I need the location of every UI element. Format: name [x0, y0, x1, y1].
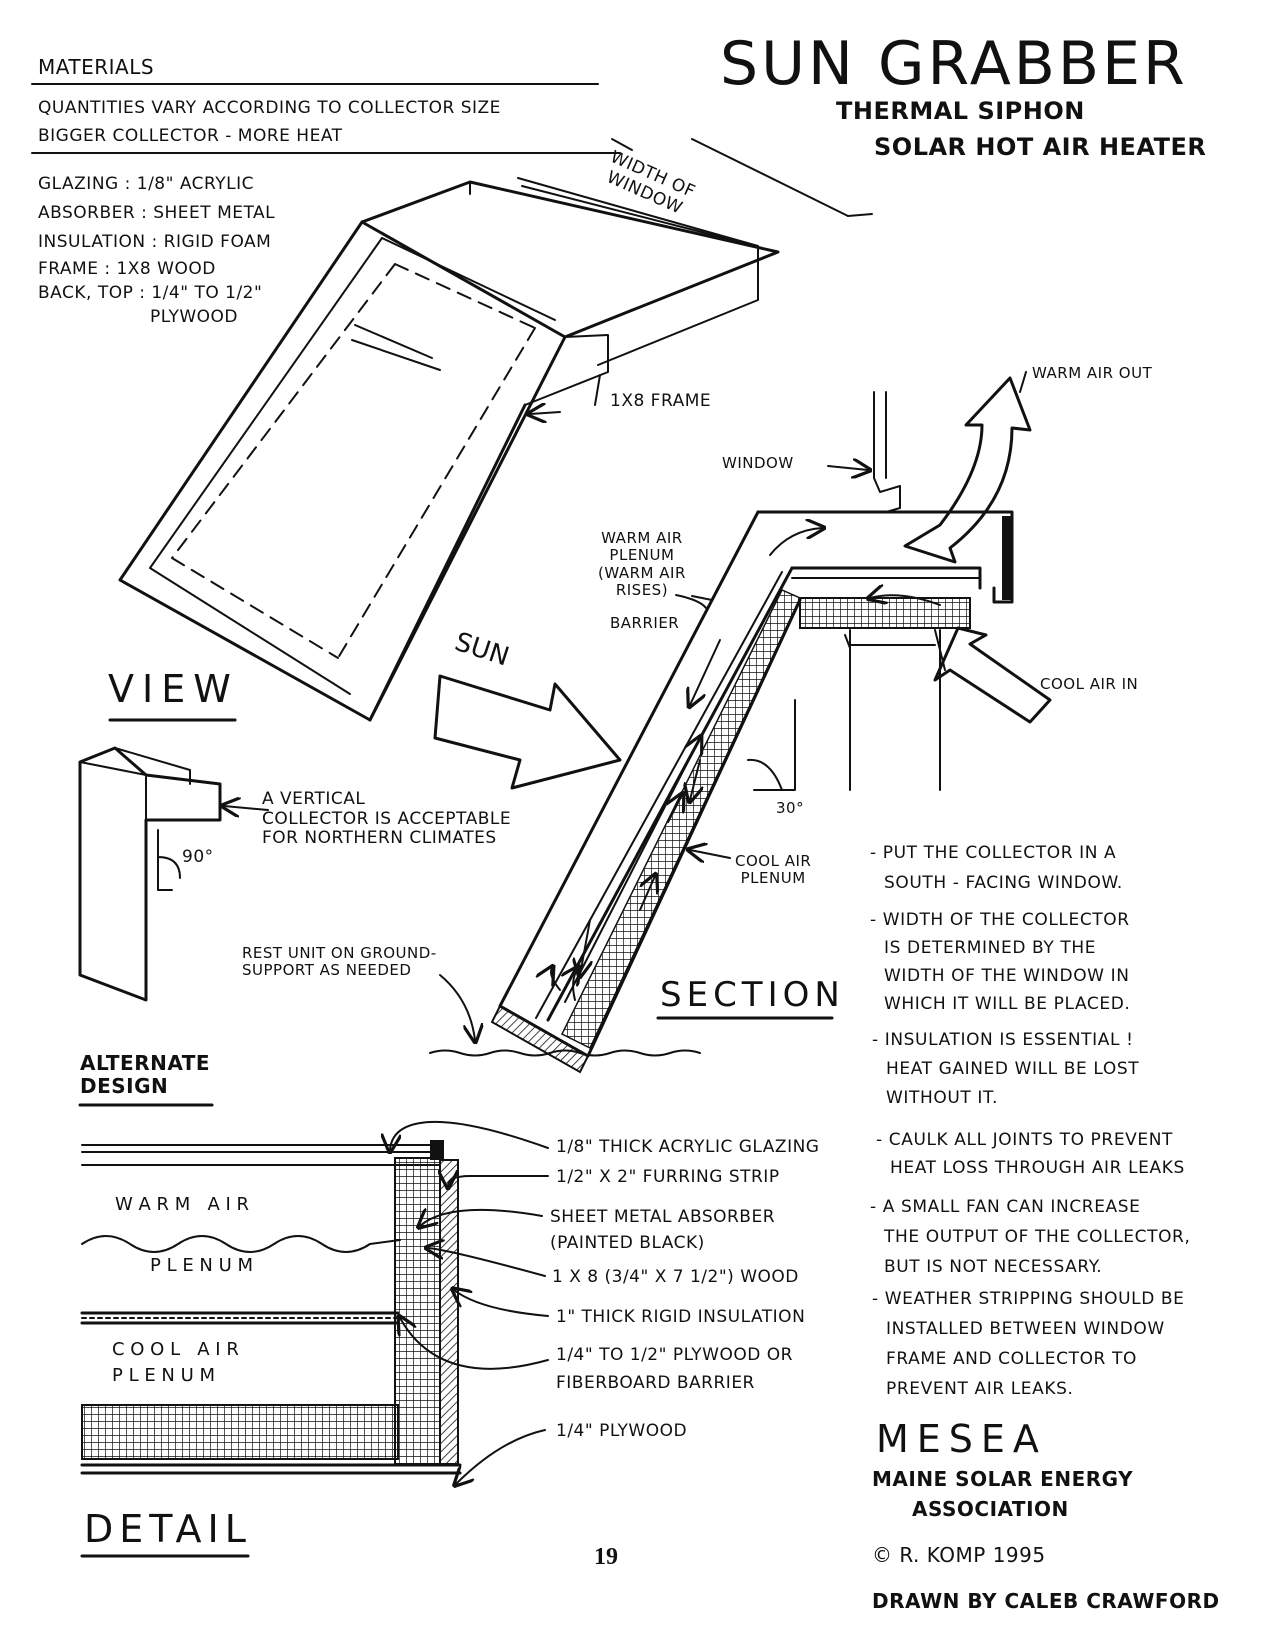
detail-cool-plenum: P L E N U M	[112, 1365, 216, 1386]
note-1: - PUT THE COLLECTOR IN A SOUTH - FACING …	[870, 843, 1123, 893]
materials-item: INSULATION : RIGID FOAM	[38, 232, 272, 252]
angle-30-label: 30°	[776, 799, 805, 817]
note-2: - WIDTH OF THE COLLECTOR IS DETERMINED B…	[870, 910, 1131, 1014]
detail-cool-label: C O O L A I R	[112, 1339, 239, 1360]
detail-callout: 1" THICK RIGID INSULATION	[556, 1307, 806, 1327]
subtitle-line-2: SOLAR HOT AIR HEATER	[874, 133, 1207, 161]
credit-line: DRAWN BY CALEB CRAWFORD	[872, 1589, 1220, 1613]
alternate-design-label: ALTERNATE DESIGN	[80, 1051, 211, 1098]
materials-item: GLAZING : 1/8" ACRYLIC	[38, 174, 254, 194]
warm-plenum-label: WARM AIR PLENUM (WARM AIR RISES)	[598, 529, 686, 599]
rest-unit-note: REST UNIT ON GROUND- SUPPORT AS NEEDED	[242, 944, 437, 980]
page-number: 19	[594, 1544, 618, 1570]
barrier-label: BARRIER	[610, 614, 680, 632]
cool-air-in-label: COOL AIR IN	[1040, 675, 1139, 693]
detail-callout: 1/8" THICK ACRYLIC GLAZING	[556, 1137, 820, 1157]
alternate-design-sketch	[78, 746, 269, 1002]
section-label: SECTION	[660, 975, 845, 1015]
credit-line: © R. KOMP 1995	[872, 1543, 1046, 1567]
detail-callout: (PAINTED BLACK)	[550, 1233, 705, 1253]
detail-cross-section	[80, 1120, 549, 1484]
detail-callout: 1 x 8 (3/4" x 7 1/2") WOOD	[552, 1267, 799, 1287]
cool-plenum-label: COOL AIR PLENUM	[735, 852, 812, 888]
detail-callout: FIBERBOARD BARRIER	[556, 1373, 755, 1393]
materials-intro-2: BIGGER COLLECTOR - MORE HEAT	[38, 126, 343, 146]
credit-line: MAINE SOLAR ENERGY	[872, 1467, 1134, 1491]
view-collector-sketch	[118, 138, 873, 722]
section-drawing	[429, 371, 1052, 1074]
frame-label: 1X8 FRAME	[610, 391, 712, 411]
materials-item: BACK, TOP : 1/4" to 1/2"	[38, 283, 263, 303]
note-6: - WEATHER STRIPPING SHOULD BE INSTALLED …	[872, 1289, 1185, 1399]
note-3: - INSULATION IS ESSENTIAL ! HEAT GAINED …	[872, 1030, 1140, 1108]
detail-warm-label: W A R M A I R	[115, 1194, 250, 1215]
mesea-logo-text: MESEA	[876, 1417, 1047, 1461]
detail-callout: 1/4" PLYWOOD	[556, 1421, 688, 1441]
warm-air-out-label: WARM AIR OUT	[1032, 364, 1153, 382]
materials-item: PLYWOOD	[150, 307, 239, 327]
page-title: SUN GRABBER	[720, 29, 1188, 99]
detail-warm-plenum: P L E N U M	[150, 1255, 254, 1276]
alternate-note: A VERTICAL COLLECTOR IS ACCEPTABLE FOR N…	[262, 789, 512, 849]
materials-item: ABSORBER : SHEET METAL	[38, 203, 276, 223]
alternate-angle: 90°	[182, 847, 214, 867]
subtitle-line-1: THERMAL SIPHON	[836, 97, 1085, 125]
materials-intro-1: QUANTITIES VARY ACCORDING TO COLLECTOR S…	[38, 98, 501, 118]
window-label: WINDOW	[722, 454, 794, 472]
note-4: - CAULK ALL JOINTS TO PREVENT HEAT LOSS …	[876, 1130, 1185, 1178]
materials-item: FRAME : 1X8 WOOD	[38, 259, 216, 279]
detail-callout: 1/2" x 2" FURRING STRIP	[556, 1167, 780, 1187]
note-5: - A SMALL FAN CAN INCREASE THE OUTPUT OF…	[870, 1197, 1191, 1277]
detail-callout: SHEET METAL ABSORBER	[550, 1207, 776, 1227]
materials-heading: MATERIALS	[38, 55, 155, 79]
credit-line: ASSOCIATION	[912, 1497, 1069, 1521]
detail-label: DETAIL	[84, 1507, 252, 1551]
detail-callout: 1/4" to 1/2" PLYWOOD OR	[556, 1345, 793, 1365]
view-label: VIEW	[108, 667, 239, 711]
